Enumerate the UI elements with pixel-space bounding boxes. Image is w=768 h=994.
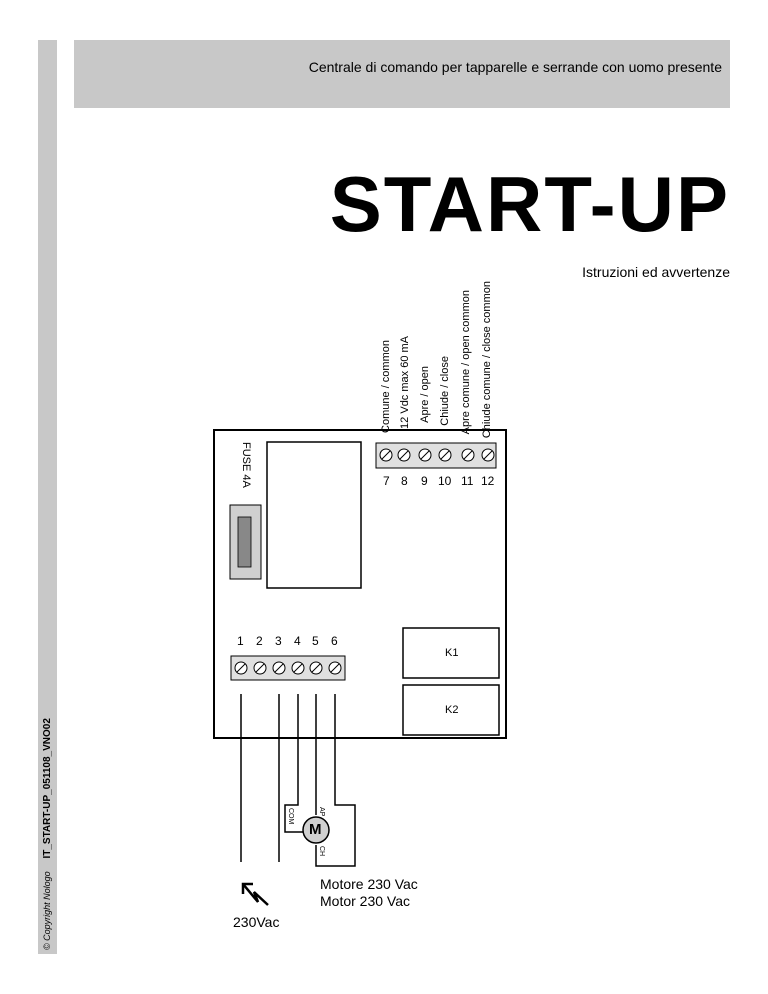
header-title: Centrale di comando per tapparelle e ser… (308, 59, 722, 75)
relay-k2-label: K2 (445, 704, 459, 716)
fuse-label: FUSE 4A (240, 442, 252, 488)
terminal-10: 10 (438, 474, 452, 488)
terminal-5: 5 (312, 634, 319, 648)
terminal-11: 11 (461, 474, 474, 488)
relay-k2 (402, 684, 500, 736)
wires (240, 694, 356, 867)
terminal-12: 12 (481, 474, 495, 488)
bottom-terminal-strip (230, 655, 346, 681)
product-title: START-UP (329, 160, 730, 248)
power-arrow-icon (241, 882, 269, 906)
terminal-9: 9 (421, 474, 428, 488)
top-terminal-strip (375, 442, 497, 469)
terminal-7: 7 (383, 474, 390, 488)
terminal-1: 1 (237, 634, 244, 648)
relay-k1-label: K1 (445, 647, 459, 659)
sidebar-strip (38, 40, 57, 954)
motor-label-en: Motor 230 Vac (320, 893, 411, 909)
relay-k1 (402, 627, 500, 679)
terminal-2: 2 (256, 634, 263, 648)
motor-label-it: Motore 230 Vac (320, 876, 418, 892)
motor-m-label: M (309, 821, 322, 838)
power-label: 230Vac (233, 914, 280, 930)
control-chip (266, 441, 362, 589)
motor-ch-label: CH (318, 846, 325, 857)
top-terminal-screws (379, 448, 495, 462)
terminal-6: 6 (331, 634, 338, 648)
motor-ap-label: AP (318, 807, 325, 817)
terminal-8: 8 (401, 474, 408, 488)
motor-com-label: COM (287, 808, 294, 825)
terminal-4: 4 (294, 634, 301, 648)
header-band: Centrale di comando per tapparelle e ser… (74, 40, 730, 108)
document-subtitle: Istruzioni ed avvertenze (582, 264, 730, 280)
terminal-3: 3 (275, 634, 282, 648)
board-outline (213, 429, 507, 739)
fuse (237, 516, 252, 568)
bottom-terminal-screws (234, 661, 342, 675)
motor-symbol (302, 816, 330, 844)
